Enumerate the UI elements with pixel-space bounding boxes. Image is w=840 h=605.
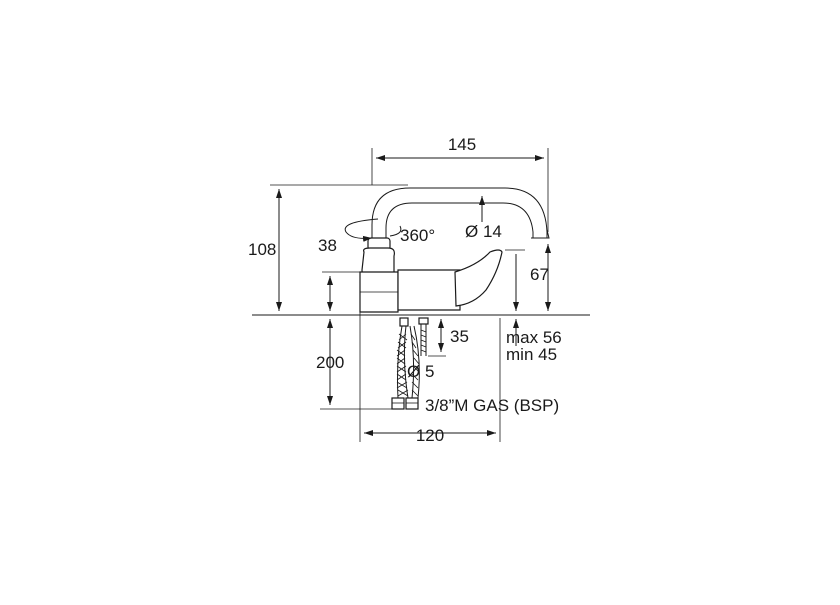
dim-38: 38 [318,236,360,311]
dim-thickness: max 56 min 45 [506,254,562,364]
dim-145: 145 [371,135,549,232]
dim-label-108: 108 [248,240,276,259]
dim-label-connection: 3/8”M GAS (BSP) [425,396,559,415]
connector-left [391,397,405,410]
connector-right [405,397,419,410]
dim-label-67: 67 [530,265,549,284]
dim-label-120: 120 [416,426,444,445]
dim-connection: 3/8”M GAS (BSP) [425,396,559,415]
hose-left [396,317,409,399]
dim-label-200: 200 [316,353,344,372]
under-counter [391,317,429,410]
hose-right [409,325,420,399]
stud-threads [420,329,427,353]
lever-handle [454,249,503,307]
dim-label-min: min 45 [506,345,557,364]
dim-rotation: 360° [344,218,435,245]
spout-tip [531,229,550,239]
dim-67: 67 [505,244,551,311]
dim-120: 120 [359,312,501,445]
faucet [359,187,550,313]
dim-label-d14: Ø 14 [465,222,502,241]
dim-200: 200 [316,319,392,410]
dim-label-rotation: 360° [400,226,435,245]
dim-label-max: max 56 [506,328,562,347]
mixer-body [397,269,461,311]
dim-108: 108 [248,184,408,311]
dim-label-35: 35 [450,327,469,346]
dim-d5: Ø 5 [407,362,434,381]
dim-label-d5: Ø 5 [407,362,434,381]
dim-label-145: 145 [448,135,476,154]
dim-35: 35 [428,319,469,357]
spout-outer [371,187,548,240]
dim-d14: Ø 14 [465,196,502,241]
spout-inner [385,202,534,240]
dim-label-38: 38 [318,236,337,255]
